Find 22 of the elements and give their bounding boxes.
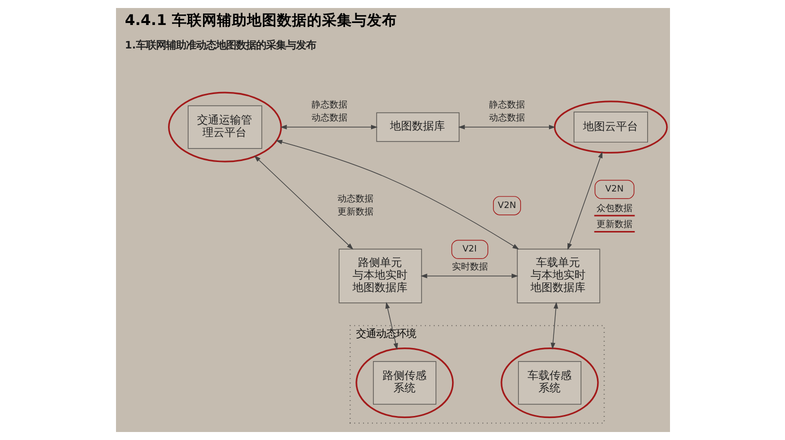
edge-label: 静态数据动态数据 [310, 100, 347, 124]
arrow [275, 140, 519, 250]
arrow [254, 155, 353, 250]
arrow [550, 302, 558, 350]
edge-label: V2N 众包数据更新数据 [596, 184, 632, 230]
node-box: 地图数据库 [376, 112, 459, 142]
arrow [566, 151, 634, 250]
edge-label: 动态数据更新数据 [336, 194, 373, 218]
node-ellipse: 路侧传感系统 [355, 348, 454, 418]
arrow [384, 302, 398, 350]
node-ellipse: 地图云平台 [553, 100, 668, 154]
node-box: 车载单元与本地实时地图数据库 [516, 248, 600, 304]
arrow [420, 274, 518, 278]
node-ellipse: 车载传感系统 [500, 348, 598, 418]
label: 1.车联网辅助准动态地图数据的采集与发布 [124, 39, 316, 52]
edge-label: V2I 实时数据 [451, 244, 488, 272]
edge-label: V2N [497, 200, 516, 211]
node-box: 路侧单元与本地实时地图数据库 [338, 248, 422, 304]
arrow [458, 124, 556, 130]
edge-label: 静态数据动态数据 [488, 100, 525, 124]
arrow [280, 124, 378, 130]
diagram-title: 4.4.1 车联网辅助地图数据的采集与发布 [124, 12, 396, 29]
